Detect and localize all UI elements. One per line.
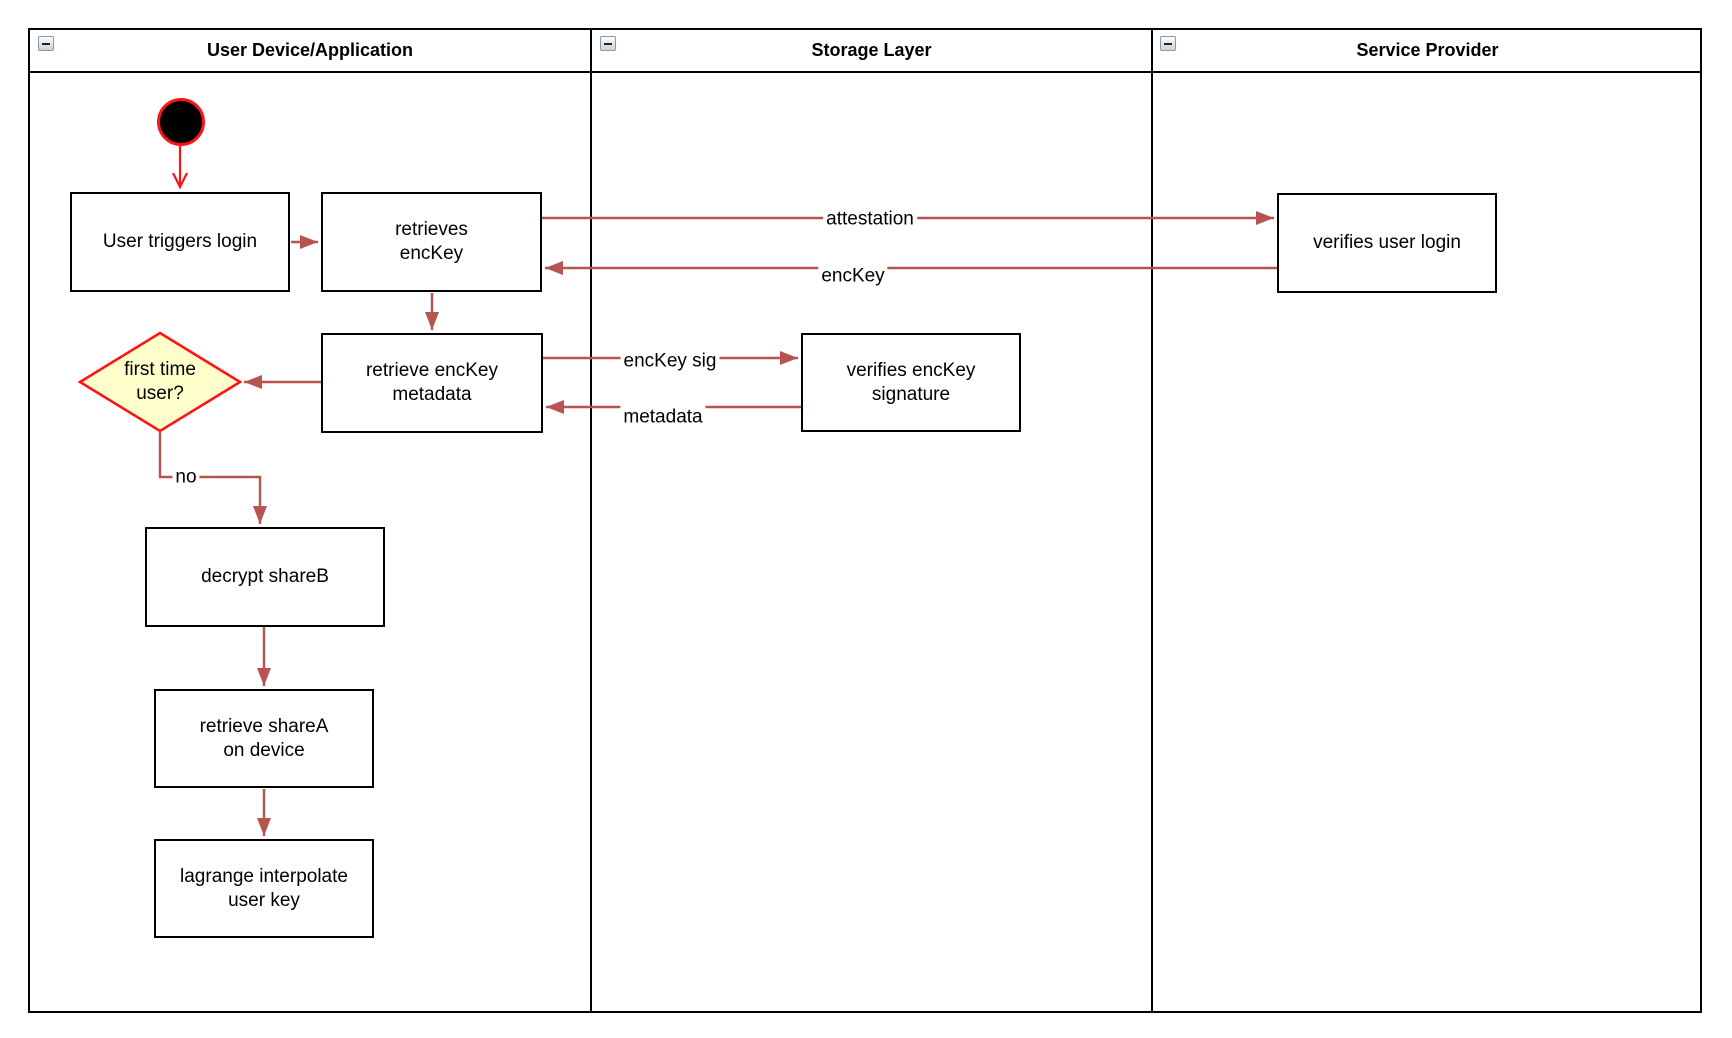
node-decrypt-shareb[interactable]: decrypt shareB (145, 527, 385, 627)
node-label: retrieve encKey metadata (365, 360, 498, 405)
node-verifies-user-login[interactable]: verifies user login (1277, 193, 1497, 293)
collapse-button-lane-1[interactable] (38, 36, 54, 51)
lane-header-separator (28, 71, 1702, 73)
node-retrieve-sharea[interactable]: retrieve shareA on device (154, 689, 374, 788)
node-label: verifies encKey signature (846, 359, 976, 405)
lane-separator-2 (1151, 28, 1153, 1013)
lane-header-user-device[interactable]: User Device/Application (30, 30, 590, 71)
swimlane-pool-frame (28, 28, 1702, 1013)
collapse-button-lane-3[interactable] (1160, 36, 1176, 51)
edge-label-enckey-sig[interactable]: encKey sig (620, 349, 720, 373)
node-label: retrieve shareA on device (199, 715, 329, 761)
node-label: verifies user login (1313, 232, 1461, 253)
collapse-button-lane-2[interactable] (600, 36, 616, 51)
node-retrieve-enckey-metadata[interactable]: retrieve encKey metadata (321, 333, 543, 433)
node-user-triggers-login[interactable]: User triggers login (70, 192, 290, 292)
node-lagrange-interpolate[interactable]: lagrange interpolate user key (154, 839, 374, 938)
lane-header-storage-layer[interactable]: Storage Layer (592, 30, 1151, 71)
minus-icon (1164, 42, 1172, 45)
node-label: User triggers login (102, 231, 258, 252)
node-retrieves-enckey[interactable]: retrieves encKey (321, 192, 542, 292)
edge-label-attestation[interactable]: attestation (823, 207, 917, 231)
decision-label: first time user? (124, 359, 196, 404)
lane-separator-1 (590, 28, 592, 1013)
edge-no-branch[interactable] (158, 431, 267, 524)
lane-title: Service Provider (1356, 40, 1499, 60)
initial-node[interactable] (157, 98, 205, 146)
edge-label-no[interactable]: no (172, 465, 200, 489)
lane-title: Storage Layer (811, 40, 932, 60)
lane-title: User Device/Application (206, 40, 414, 60)
minus-icon (42, 42, 50, 45)
minus-icon (604, 42, 612, 45)
node-label: decrypt shareB (201, 566, 329, 587)
node-label: lagrange interpolate user key (180, 865, 348, 911)
decision-label-container: first time user? (80, 333, 240, 431)
lane-header-service-provider[interactable]: Service Provider (1153, 30, 1702, 71)
edge-label-enckey[interactable]: encKey (818, 264, 888, 288)
edge-label-metadata[interactable]: metadata (620, 405, 706, 429)
node-verifies-enckey-signature[interactable]: verifies encKey signature (801, 333, 1021, 432)
node-label: retrieves encKey (395, 219, 468, 264)
